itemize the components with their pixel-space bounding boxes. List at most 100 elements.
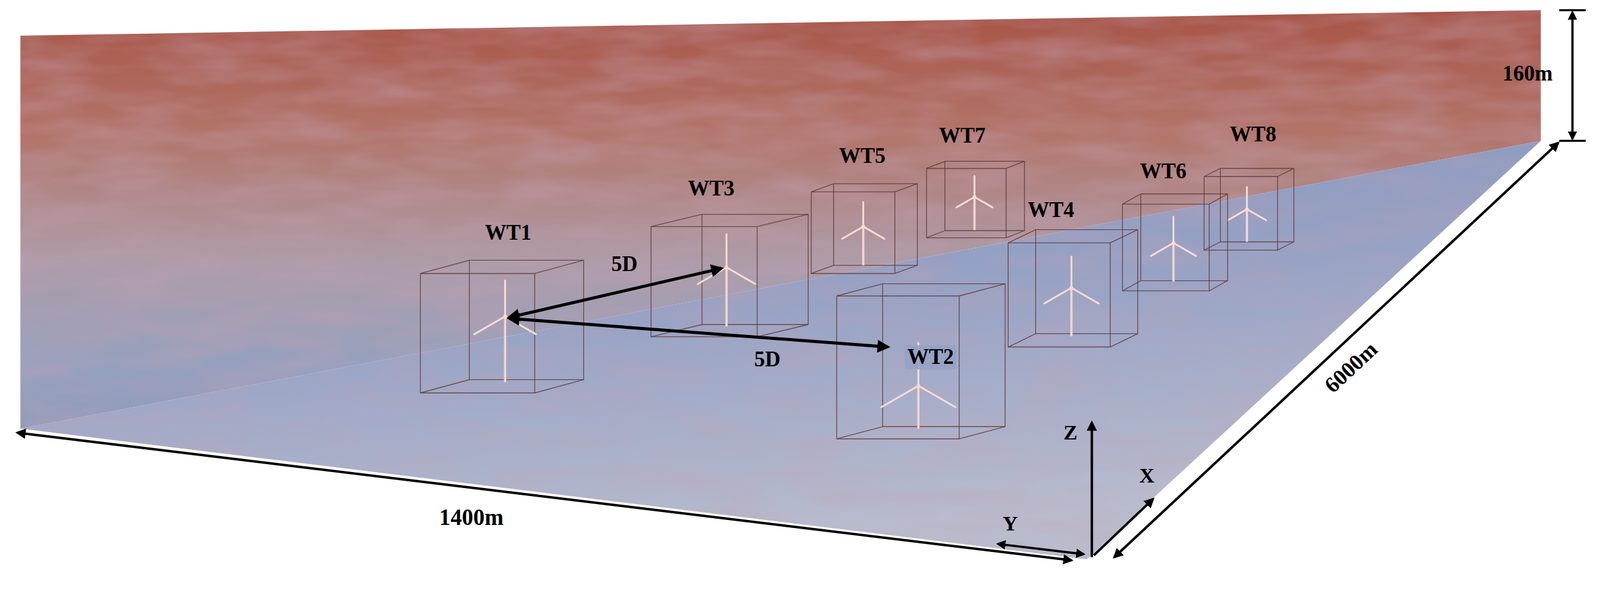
- wind-turbine: [1044, 256, 1099, 336]
- turbine-label: WT1: [484, 221, 532, 246]
- turbine-hub: [1171, 240, 1176, 245]
- box-edge: [1209, 193, 1228, 204]
- turbine-blade: [974, 196, 993, 207]
- box-edge: [1007, 333, 1036, 348]
- sampling-box: [1007, 229, 1138, 348]
- sampling-box: [651, 214, 809, 337]
- wind-turbine: [842, 202, 885, 266]
- ground-plane: [20, 140, 1541, 559]
- box-edge: [833, 183, 918, 266]
- turbine-blade: [973, 176, 976, 198]
- turbine-hub: [1244, 206, 1249, 211]
- turbine-tower: [1070, 287, 1074, 336]
- turbine-tower: [1172, 242, 1175, 282]
- box-edge: [1122, 203, 1209, 291]
- wind-turbine: [474, 280, 537, 382]
- turbine-blade: [474, 316, 506, 335]
- sampling-box: [926, 160, 1025, 238]
- box-edge: [1035, 229, 1138, 334]
- dimension-label: 160m: [1502, 61, 1553, 86]
- turbine-label: WT8: [1229, 122, 1277, 147]
- box-edge: [944, 160, 1025, 231]
- turbine-tower: [725, 267, 728, 327]
- box-edge: [1140, 193, 1228, 281]
- turbine-blade: [1151, 242, 1174, 256]
- turbine-blade: [726, 267, 756, 284]
- turbine-blade: [1246, 208, 1266, 220]
- turbine-label: WT3: [687, 176, 735, 201]
- turbine-tower: [504, 316, 507, 383]
- box-edge: [882, 283, 1005, 427]
- dimension-tick: [1559, 139, 1586, 142]
- turbine-hub: [503, 314, 507, 319]
- turbine-label: WT5: [839, 144, 886, 169]
- box-edge: [1007, 229, 1036, 244]
- box-edge: [836, 283, 883, 297]
- turbine-blade: [918, 385, 956, 408]
- turbine-tower: [1245, 208, 1249, 242]
- turbine-label: WT2: [904, 345, 957, 370]
- spacing-arrow: [509, 318, 888, 347]
- sampling-box: [1203, 168, 1294, 250]
- turbine-hub: [724, 265, 729, 270]
- axis-arrow: [1093, 498, 1153, 555]
- box-edge: [1110, 333, 1139, 348]
- sampling-box: [420, 259, 584, 393]
- box-edge: [959, 426, 1006, 439]
- wind-turbine: [697, 234, 755, 327]
- box-edge: [651, 214, 703, 227]
- box-edge: [1203, 241, 1221, 250]
- sampling-box: [1122, 193, 1228, 291]
- box-edge: [894, 183, 918, 192]
- ground-texture: [20, 140, 1541, 559]
- box-edge: [1209, 280, 1228, 292]
- turbine-blade: [725, 234, 728, 268]
- turbine-blade: [1173, 242, 1197, 256]
- turbine-blade: [1070, 256, 1073, 288]
- turbine-blade: [881, 385, 919, 408]
- box-edge: [420, 259, 470, 274]
- turbine-blade: [1044, 287, 1072, 303]
- dimension-label: 1400m: [439, 504, 504, 531]
- box-edge: [420, 273, 535, 393]
- box-edge: [420, 379, 470, 394]
- axis-arrow: [1090, 421, 1094, 557]
- box-edge: [1007, 242, 1110, 347]
- turbine-blade: [1246, 187, 1249, 210]
- box-edge: [757, 214, 809, 227]
- box-edge: [926, 168, 1007, 238]
- turbine-hub: [861, 224, 866, 229]
- turbine-blade: [1172, 216, 1175, 243]
- wind-turbine: [1227, 187, 1266, 242]
- turbine-blade: [863, 226, 886, 239]
- box-edge: [1203, 168, 1221, 177]
- axis-label: Y: [1002, 512, 1018, 535]
- box-edge: [926, 160, 946, 169]
- box-edge: [1277, 241, 1295, 250]
- box-edge: [959, 283, 1006, 297]
- box-edge: [1203, 176, 1278, 250]
- dimension-label: 6000m: [1319, 337, 1383, 399]
- dimension-tick: [1559, 9, 1586, 12]
- axis-label: Z: [1063, 421, 1078, 445]
- dimension-arrow: [1114, 142, 1559, 557]
- turbine-blade: [842, 226, 864, 239]
- dimension-arrow: [1571, 12, 1574, 139]
- spacing-label: 5D: [611, 252, 638, 277]
- dimension-arrow: [17, 432, 1072, 561]
- turbine-hub: [916, 383, 921, 388]
- turbine-hub: [972, 194, 977, 199]
- box-edge: [811, 183, 835, 192]
- axis-arrow: [998, 543, 1085, 555]
- box-edge: [1006, 160, 1025, 169]
- turbine-hub: [1069, 285, 1074, 290]
- turbine-label: WT4: [1027, 198, 1075, 223]
- box-edge: [534, 379, 585, 394]
- box-edge: [534, 259, 585, 274]
- turbine-tower: [862, 226, 865, 266]
- box-edge: [894, 265, 918, 274]
- box-edge: [1220, 168, 1295, 242]
- box-edge: [757, 324, 809, 337]
